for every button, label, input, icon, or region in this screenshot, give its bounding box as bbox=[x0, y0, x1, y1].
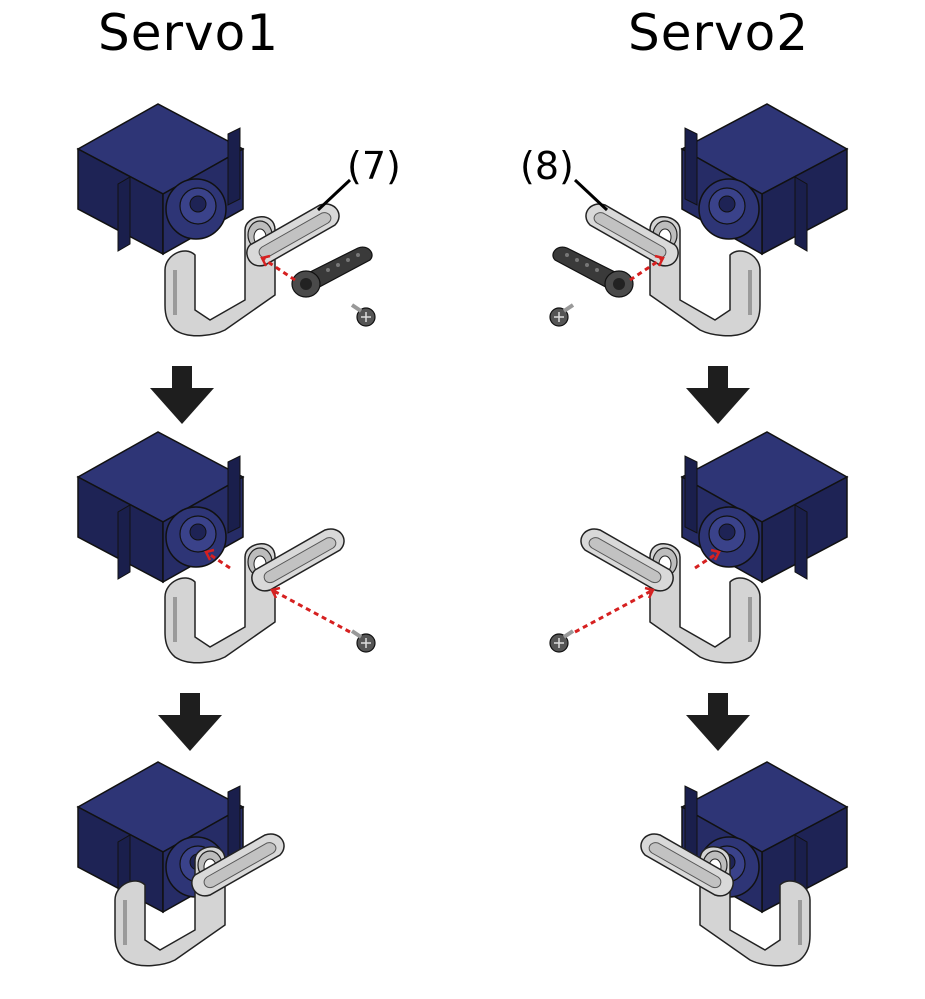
servo2-step1 bbox=[548, 103, 848, 338]
servo1-step3 bbox=[77, 761, 285, 968]
servo-horn-icon bbox=[552, 246, 634, 298]
servo2-step2 bbox=[548, 431, 848, 665]
servo1-title: Servo1 bbox=[98, 4, 280, 62]
servo2-step3 bbox=[640, 761, 848, 968]
servo-motor-icon bbox=[681, 431, 848, 583]
screw-icon bbox=[548, 629, 575, 654]
part-7-callout: (7) bbox=[347, 144, 401, 188]
motion-line bbox=[205, 550, 231, 570]
servo1-step2 bbox=[77, 431, 377, 665]
servo-horn-icon bbox=[291, 246, 373, 298]
down-arrow-icon bbox=[158, 693, 222, 751]
motion-line bbox=[574, 588, 654, 634]
down-arrow-icon bbox=[150, 366, 214, 424]
down-arrow-icon bbox=[686, 366, 750, 424]
servo2-title: Servo2 bbox=[628, 4, 810, 62]
motion-line bbox=[261, 256, 296, 282]
screw-icon bbox=[350, 629, 377, 654]
servo-motor-icon bbox=[681, 103, 848, 255]
motion-line bbox=[694, 550, 720, 570]
screw-icon bbox=[548, 303, 575, 328]
leader-line-8 bbox=[573, 178, 609, 212]
screw-icon bbox=[350, 303, 377, 328]
motion-line bbox=[271, 588, 351, 634]
servo-motor-icon bbox=[77, 431, 244, 583]
motion-line bbox=[629, 256, 664, 282]
down-arrow-icon bbox=[686, 693, 750, 751]
part-8-callout: (8) bbox=[520, 144, 574, 188]
servo1-step1 bbox=[77, 103, 377, 338]
leader-line-7 bbox=[316, 178, 352, 212]
servo-motor-icon bbox=[77, 103, 244, 255]
